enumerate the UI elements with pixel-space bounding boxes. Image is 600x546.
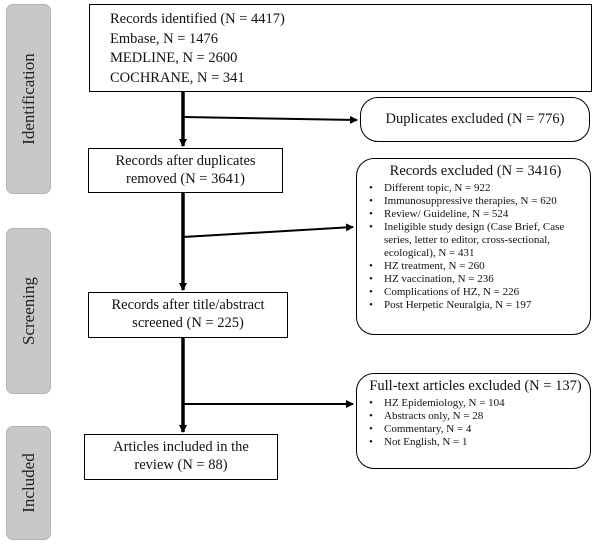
list-item: HZ vaccination, N = 236 bbox=[369, 273, 582, 286]
phase-label-included: Included bbox=[6, 426, 51, 540]
fulltext-excluded-box: Full-text articles excluded (N = 137) HZ… bbox=[356, 373, 591, 469]
list-item: HZ Epidemiology, N = 104 bbox=[369, 397, 582, 410]
records-after-screening-line2: screened (N = 225) bbox=[132, 315, 244, 331]
records-excluded-box: Records excluded (N = 3416) Different to… bbox=[356, 158, 591, 335]
source-medline: MEDLINE, N = 2600 bbox=[110, 50, 238, 66]
arrow-to-records-excluded bbox=[182, 223, 354, 238]
list-item: Abstracts only, N = 28 bbox=[369, 410, 582, 423]
list-item: Not English, N = 1 bbox=[369, 436, 582, 449]
source-embase: Embase, N = 1476 bbox=[110, 30, 219, 47]
fulltext-excluded-title: Full-text articles excluded (N = 137) bbox=[369, 378, 582, 394]
duplicates-excluded-box: Duplicates excluded (N = 776) bbox=[360, 97, 590, 142]
records-after-duplicates-line1: Records after duplicates bbox=[115, 153, 256, 169]
list-item: HZ treatment, N = 260 bbox=[369, 260, 582, 273]
arrow-to-duplicates bbox=[182, 115, 358, 124]
records-excluded-list: Different topic, N = 922 Immunosuppressi… bbox=[369, 182, 582, 312]
articles-included-box: Articles included in the review (N = 88) bbox=[84, 434, 278, 480]
list-item: Ineligible study design (Case Brief, Cas… bbox=[369, 221, 582, 260]
records-after-duplicates-line2: removed (N = 3641) bbox=[126, 171, 245, 187]
fulltext-excluded-list: HZ Epidemiology, N = 104 Abstracts only,… bbox=[369, 397, 582, 449]
phase-screening-text: Screening bbox=[18, 277, 38, 345]
list-item: Complications of HZ, N = 226 bbox=[369, 286, 582, 299]
records-excluded-title: Records excluded (N = 3416) bbox=[389, 163, 562, 179]
records-after-duplicates-box: Records after duplicates removed (N = 36… bbox=[88, 148, 283, 193]
duplicates-excluded-text: Duplicates excluded (N = 776) bbox=[385, 111, 565, 127]
records-after-screening-box: Records after title/abstract screened (N… bbox=[88, 292, 288, 338]
phase-included-text: Included bbox=[18, 453, 38, 513]
list-item: Post Herpetic Neuralgia, N = 197 bbox=[369, 299, 582, 312]
list-item: Commentary, N = 4 bbox=[369, 423, 582, 436]
phase-label-identification: Identification bbox=[6, 4, 51, 194]
records-identified-box: Records identified (N = 4417) Embase, N … bbox=[89, 4, 592, 92]
phase-identification-text: Identification bbox=[18, 53, 38, 145]
records-after-screening-line1: Records after title/abstract bbox=[111, 297, 265, 313]
list-item: Review/ Guideline, N = 524 bbox=[369, 208, 582, 221]
list-item: Different topic, N = 922 bbox=[369, 182, 582, 195]
articles-included-line2: review (N = 88) bbox=[134, 457, 228, 473]
articles-included-line1: Articles included in the bbox=[113, 439, 249, 455]
list-item: Immunosuppressive therapies, N = 620 bbox=[369, 195, 582, 208]
records-identified-title: Records identified (N = 4417) bbox=[110, 11, 285, 27]
phase-label-screening: Screening bbox=[6, 228, 51, 394]
source-cochrane: COCHRANE, N = 341 bbox=[110, 69, 245, 86]
